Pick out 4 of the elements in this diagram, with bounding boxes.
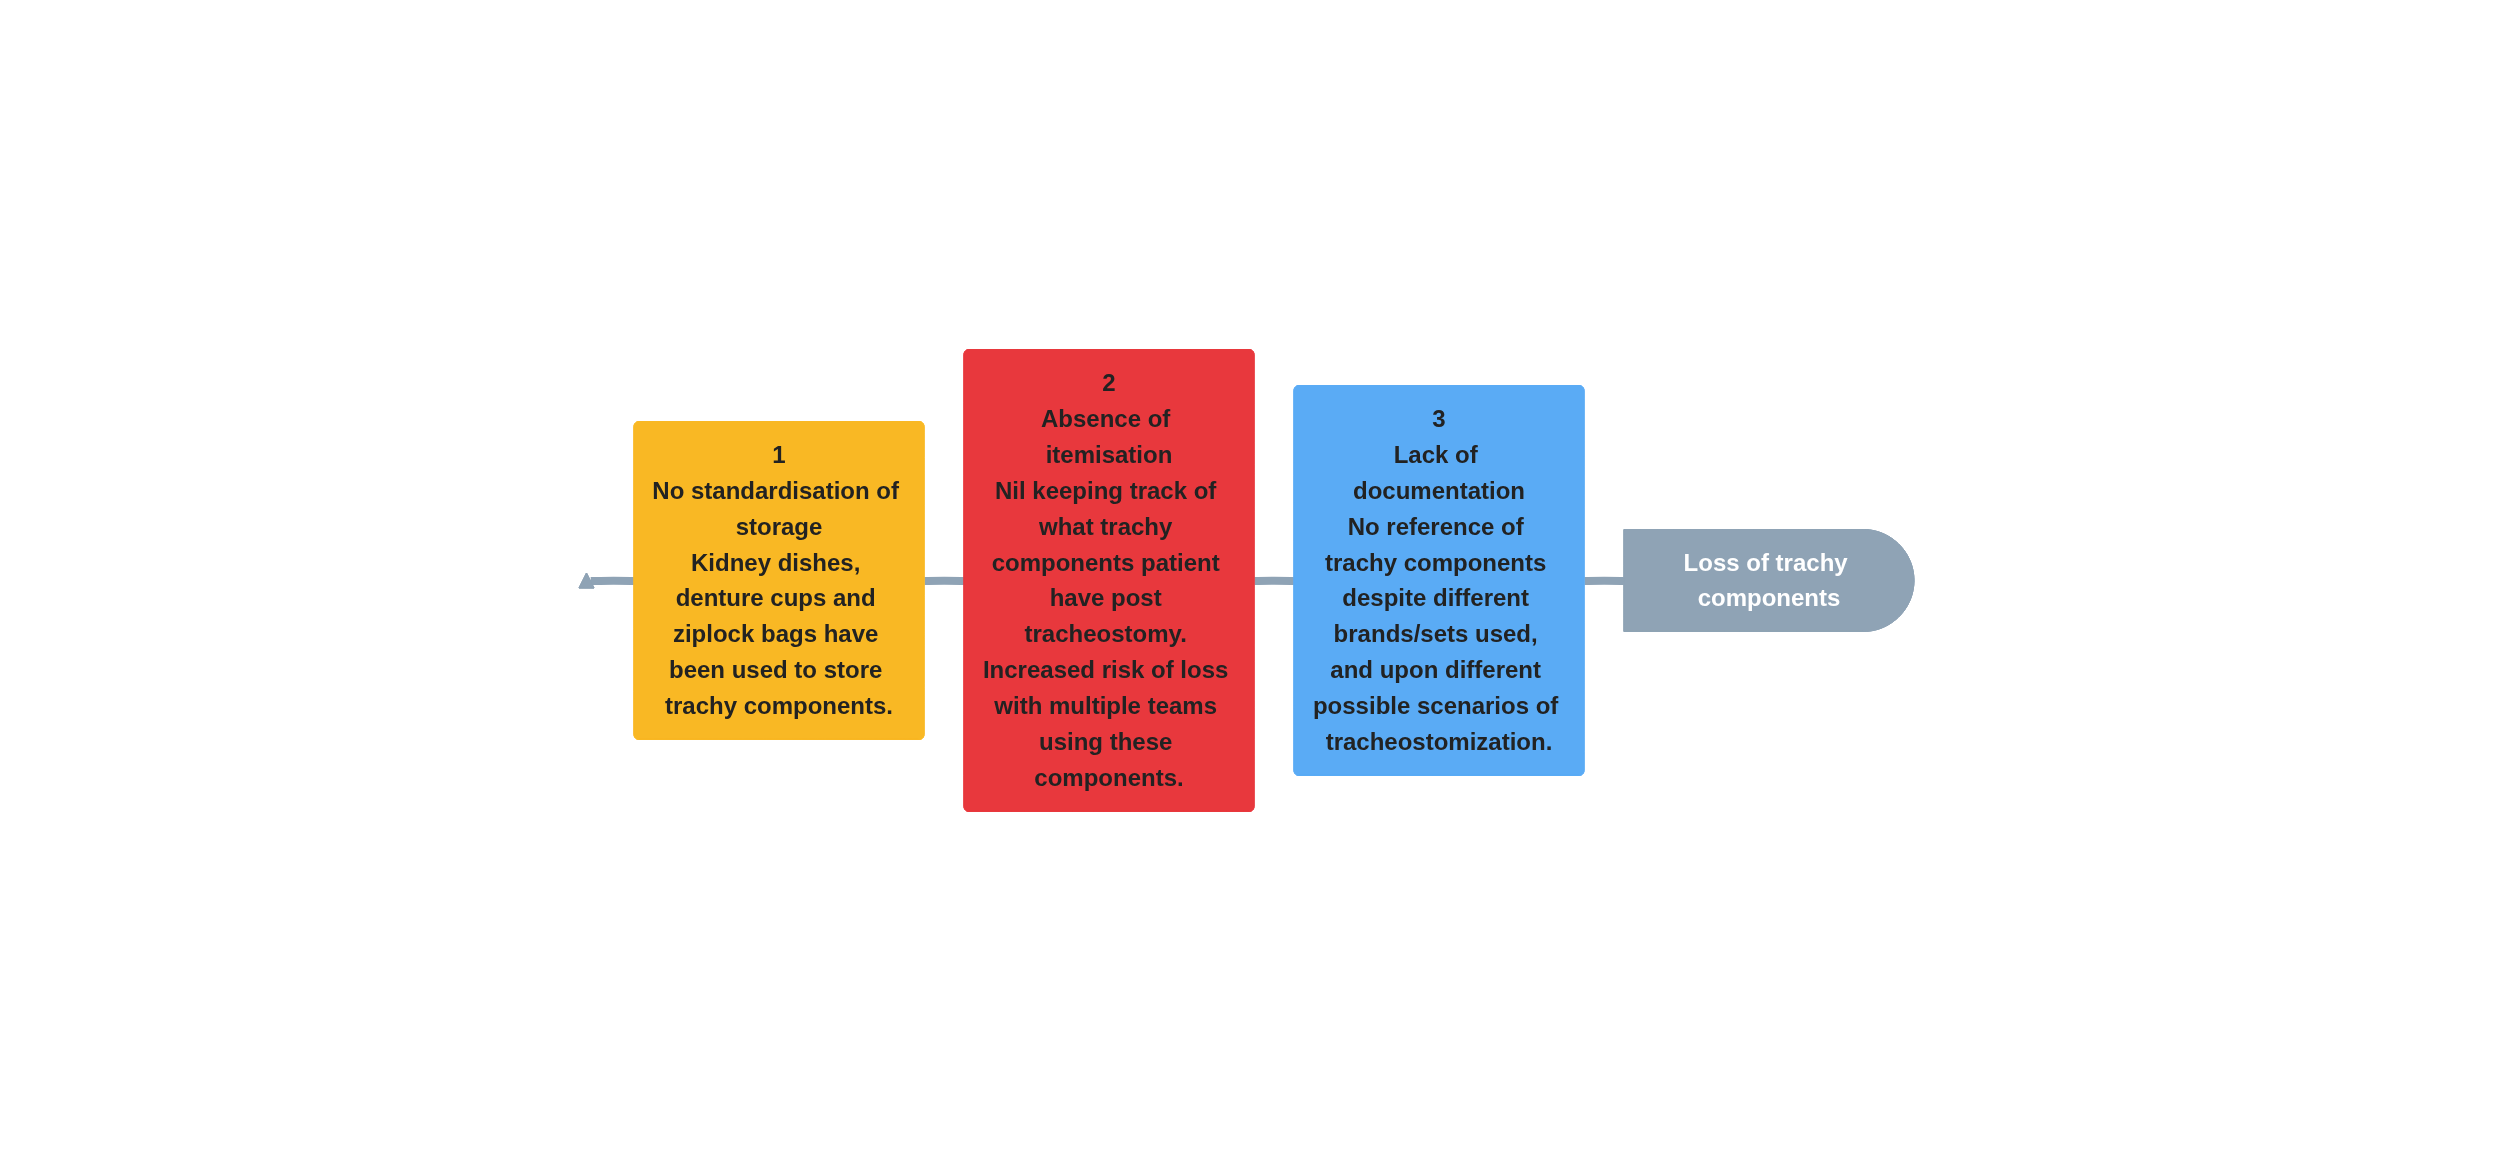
connector (590, 576, 636, 585)
connector (1583, 576, 1626, 585)
connector (1253, 576, 1296, 585)
connector (923, 576, 966, 585)
